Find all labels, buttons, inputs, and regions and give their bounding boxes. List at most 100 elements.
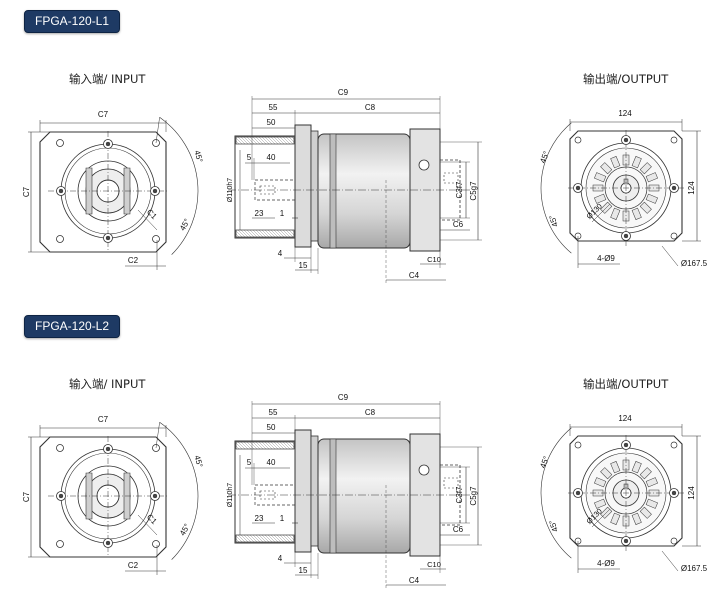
input-corner-hole <box>152 444 160 452</box>
output-bolt-core <box>575 490 581 496</box>
angle-leader <box>155 422 160 449</box>
side-adapter-hatch-bottom <box>235 229 295 238</box>
dim-c2: C2 <box>128 256 139 265</box>
hatch-line <box>288 136 295 143</box>
output-bolt-core <box>623 442 629 448</box>
dim-c4: C4 <box>409 576 420 585</box>
hatch-line <box>279 534 288 543</box>
dim-c8: C8 <box>365 103 376 112</box>
dim-50: 50 <box>267 423 276 432</box>
hatch-line <box>243 136 252 145</box>
output-corner-hole <box>670 537 678 545</box>
leader-line <box>137 514 158 536</box>
hatch-line <box>270 229 279 238</box>
hatch-line <box>235 445 240 450</box>
output-bolt-core <box>671 490 677 496</box>
output-corner-hole <box>670 441 678 449</box>
hatch-line <box>235 538 240 543</box>
side-adapter-plate <box>234 440 296 544</box>
hatch-line <box>273 534 282 543</box>
dim-holes: 4-Ø9 <box>597 254 615 263</box>
output-corner-hole <box>670 232 678 240</box>
dim-124-right: 124 <box>687 181 696 195</box>
dim-angle-top: 45° <box>538 150 551 164</box>
side-adapter-plate <box>234 135 296 239</box>
side-output-key <box>443 172 459 184</box>
hatch-line <box>235 535 243 543</box>
leader-line <box>137 209 158 231</box>
leader-line <box>591 508 611 528</box>
hatch-line <box>240 136 249 145</box>
dim-50: 50 <box>267 118 276 127</box>
dim-outer: Ø167.5 <box>681 259 708 268</box>
rib-slot <box>610 207 621 220</box>
hatch-line <box>255 441 264 450</box>
hatch-line <box>258 136 267 145</box>
hatch-line <box>249 136 258 145</box>
dim-4: 4 <box>278 554 283 563</box>
side-input-flange <box>294 124 312 248</box>
dim-124-top: 124 <box>618 109 632 118</box>
hatch-line <box>246 534 255 543</box>
hatch-line <box>258 441 267 450</box>
hatch-line <box>237 229 246 238</box>
side-adapter-hatch-bottom-outline <box>235 534 295 543</box>
hatch-line <box>237 136 246 145</box>
output-bolt-core <box>623 233 629 239</box>
dim-c6: C6 <box>453 220 464 229</box>
side-adapter-hatch-top <box>235 441 295 450</box>
dim-angle-bottom: 45° <box>547 519 560 533</box>
hatch-line <box>243 229 252 238</box>
hatch-line <box>246 229 255 238</box>
input-bolt-core <box>58 493 64 499</box>
dim-c10: C10 <box>427 560 441 569</box>
hatch-line <box>270 136 279 145</box>
dim-shaft-dia: Ø110h7 <box>227 178 234 202</box>
hatch-line <box>282 229 291 238</box>
side-output-key <box>443 477 459 489</box>
dim-angle-top: 45° <box>193 454 205 468</box>
dim-23: 23 <box>255 514 264 523</box>
input-view-label: 输入端/ INPUT <box>69 72 146 86</box>
hatch-line <box>235 140 240 145</box>
hatch-line <box>249 534 258 543</box>
hatch-line <box>267 229 276 238</box>
input-corner-hole <box>152 139 160 147</box>
side-input-flange-edge <box>310 130 319 242</box>
model-tag: FPGA-120-L1 <box>24 10 121 33</box>
hatch-line <box>276 136 285 145</box>
rib-slot <box>594 477 607 488</box>
hatch-line <box>267 441 276 450</box>
hatch-line <box>264 229 273 238</box>
dim-c4: C4 <box>409 271 420 280</box>
dim-5: 5 <box>247 458 252 467</box>
rib-slot <box>594 172 607 183</box>
rib-slot <box>600 467 613 480</box>
rib-slot <box>639 506 652 519</box>
hatch-line <box>261 136 270 145</box>
output-corner-hole <box>670 136 678 144</box>
angle-leader <box>155 117 160 144</box>
output-angle-arc <box>540 427 572 559</box>
dim-c10: C10 <box>427 255 441 264</box>
hatch-line <box>240 534 249 543</box>
dim-1: 1 <box>280 209 285 218</box>
dim-c8: C8 <box>365 408 376 417</box>
hatch-line <box>282 136 291 145</box>
hatch-line <box>258 534 267 543</box>
side-adapter-hatch-bottom-outline <box>235 229 295 238</box>
hatch-line <box>279 229 288 238</box>
hatch-line <box>273 136 282 145</box>
hatch-line <box>288 229 295 236</box>
hatch-line <box>235 137 243 145</box>
hatch-line <box>285 441 294 450</box>
input-angle-arc <box>159 422 199 560</box>
input-bolt-core <box>105 540 111 546</box>
rib-slot <box>594 193 607 204</box>
hatch-line <box>235 442 243 450</box>
output-rib-ring <box>592 154 660 222</box>
input-corner-hole <box>56 235 64 243</box>
hatch-line <box>252 441 261 450</box>
